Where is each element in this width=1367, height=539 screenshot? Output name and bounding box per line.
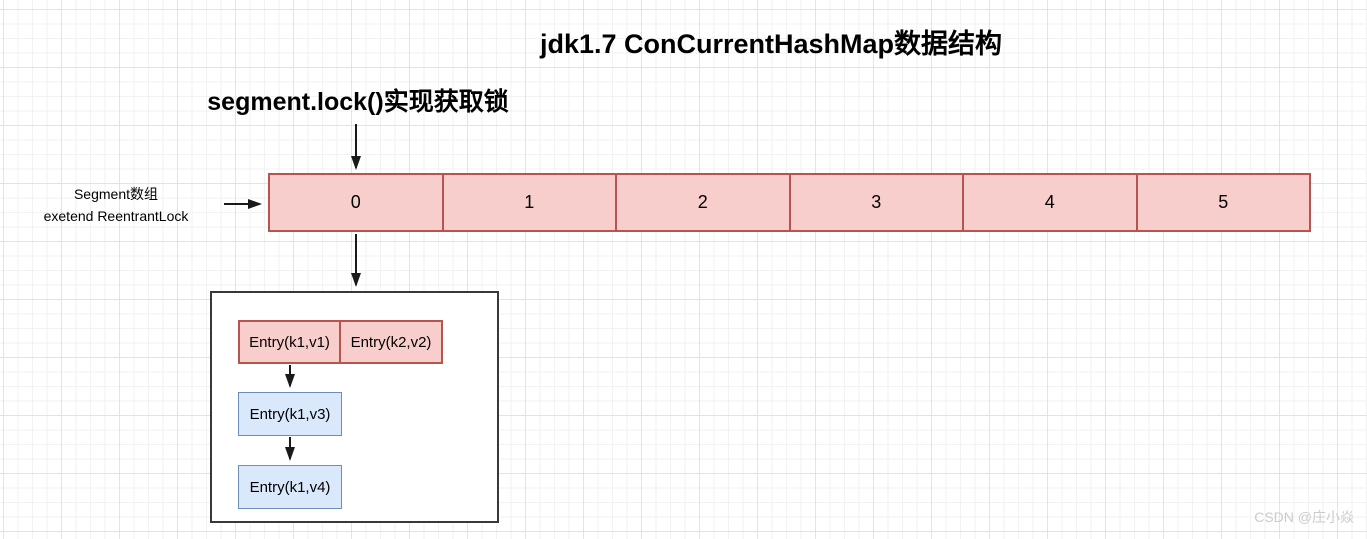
csdn-watermark: CSDN @庄小焱 xyxy=(1254,509,1354,525)
segment-cell-0: 0 xyxy=(270,175,444,230)
entry-node-k1v4: Entry(k1,v4) xyxy=(238,465,342,509)
segment-cell-3: 3 xyxy=(791,175,964,230)
segment-cell-5: 5 xyxy=(1218,192,1229,212)
segment-cell-2: 2 xyxy=(617,175,791,230)
segment-lock-label: segment.lock()实现获取锁 xyxy=(207,88,509,116)
entry-node-k1v1: Entry(k1,v1) xyxy=(238,320,341,364)
entry-node-k1v3: Entry(k1,v3) xyxy=(238,392,342,436)
segment-cell-4: 4 xyxy=(964,175,1138,230)
segment-array-label-line2: exetend ReentrantLock xyxy=(43,208,189,224)
entry-node-k2v2: Entry(k2,v2) xyxy=(339,320,443,364)
segment-array: 0 1 2 3 4 5 xyxy=(268,173,1311,232)
segment-array-label-line1: Segment数组 xyxy=(73,186,159,202)
segment-array-label: Segment数组 exetend ReentrantLock xyxy=(23,183,209,227)
segment-cell-1: 1 xyxy=(444,175,617,230)
diagram-title: jdk1.7 ConCurrentHashMap数据结构 xyxy=(539,29,1003,59)
